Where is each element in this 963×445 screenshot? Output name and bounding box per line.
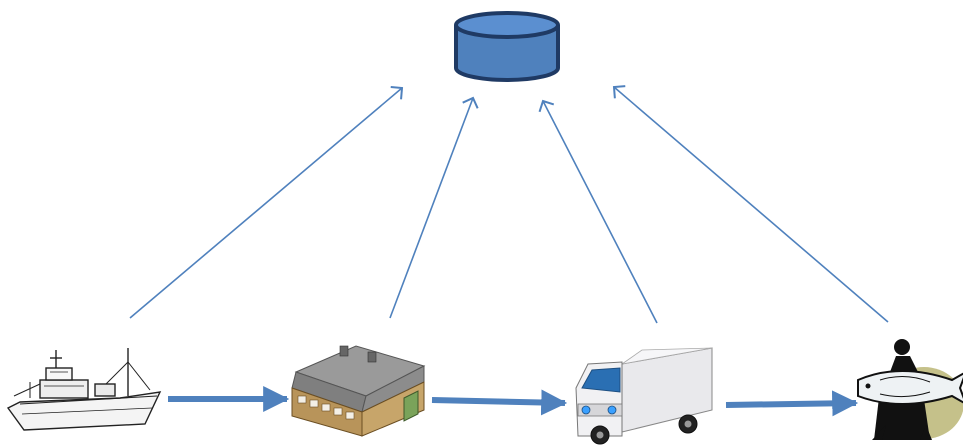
fishing-boat-icon <box>6 348 162 431</box>
flow-arrows <box>168 386 859 417</box>
refrigerated-truck-icon <box>575 347 713 445</box>
data-arrow-fishmonger <box>612 85 889 323</box>
data-arrow-boat <box>129 86 404 319</box>
warehouse-icon <box>291 345 426 437</box>
data-arrows <box>129 85 889 324</box>
database-icon <box>454 11 560 82</box>
flow-arrow-truck-to-fishmonger <box>725 390 859 417</box>
fishmonger-icon <box>857 339 963 440</box>
data-arrow-warehouse <box>389 96 479 319</box>
flow-arrow-warehouse-to-truck <box>431 389 568 416</box>
data-arrow-truck <box>538 99 658 324</box>
